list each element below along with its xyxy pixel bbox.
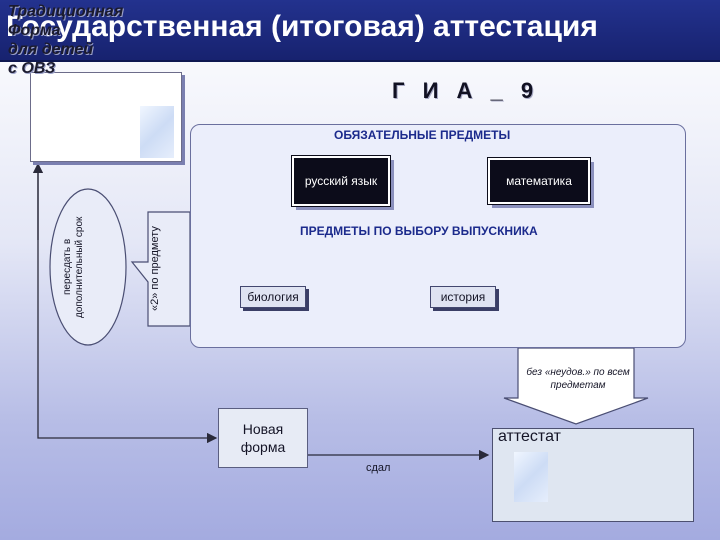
decor-square <box>140 106 174 158</box>
traditional-form-label: Традиционная Форма для детей с ОВЗ <box>8 3 124 77</box>
retake-oval <box>49 188 127 346</box>
no-fails-note: без «неудов.» по всем предметам <box>526 367 630 391</box>
page-title: Государственная (итоговая) аттестация <box>6 10 598 43</box>
main-panel <box>190 124 686 348</box>
subject-russian: русский язык <box>292 156 390 206</box>
title-bar <box>0 0 720 62</box>
no-fails-arrow <box>503 347 649 425</box>
retake-label: пересдать в дополнительный срок <box>62 216 85 318</box>
grade-arrow-shape <box>130 211 191 327</box>
subject-history: история <box>430 286 496 308</box>
new-form-box: Новая форма <box>218 408 308 468</box>
elective-header: ПРЕДМЕТЫ ПО ВЫБОРУ ВЫПУСКНИКА <box>300 224 538 238</box>
grade-arrow-label: «2» по предмету <box>149 226 161 312</box>
connector-traditional-to-new-form <box>37 160 218 444</box>
certificate-label: аттестат <box>498 428 561 445</box>
subject-biology: биология <box>240 286 306 308</box>
gia-title: Г И А _ 9 <box>392 78 540 103</box>
subject-math: математика <box>488 158 590 204</box>
decor-square <box>514 452 548 502</box>
passed-label: сдал <box>366 462 391 474</box>
mandatory-header: ОБЯЗАТЕЛЬНЫЕ ПРЕДМЕТЫ <box>334 128 511 142</box>
